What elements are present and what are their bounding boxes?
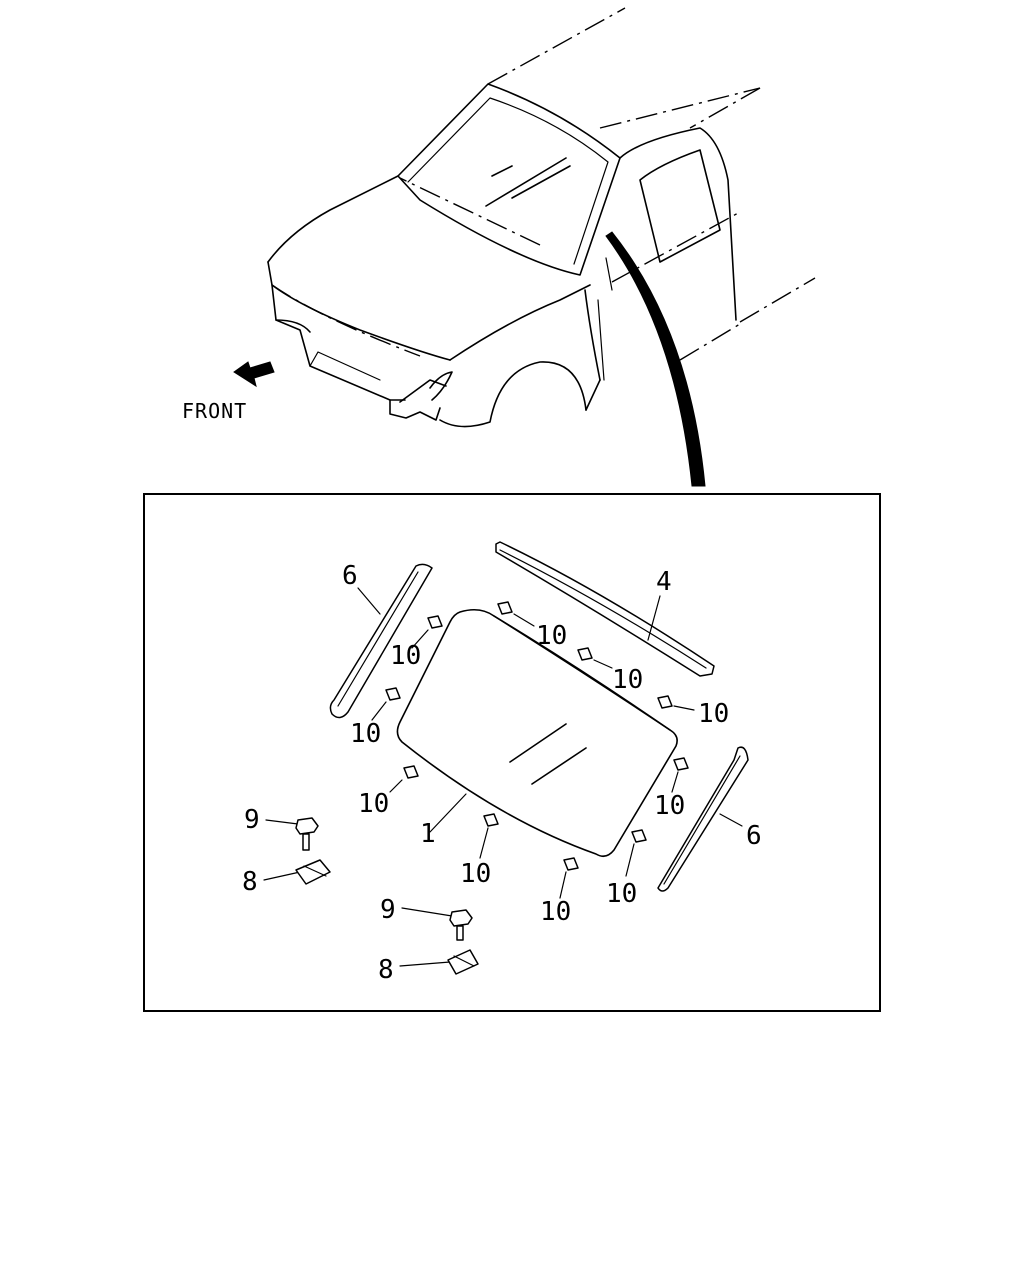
callout-10-right-mid: 10	[654, 791, 685, 821]
callout-1: 1	[420, 819, 436, 849]
callout-4: 4	[656, 567, 672, 597]
callout-6-right: 6	[746, 821, 762, 851]
leader-4	[647, 595, 661, 641]
upper-molding	[495, 541, 715, 677]
callout-10-left-upper: 10	[390, 641, 421, 671]
callout-10-right-low: 10	[606, 879, 637, 909]
callout-8-upper: 8	[242, 867, 258, 897]
callout-10-top-3: 10	[698, 699, 729, 729]
front-direction-indicator: FRONT	[182, 361, 275, 423]
spacers	[371, 601, 695, 899]
callout-10-bottom-2: 10	[540, 897, 571, 927]
callout-9-upper: 9	[244, 805, 260, 835]
bolt-center	[401, 907, 473, 941]
detail-frame	[143, 493, 881, 1012]
side-molding-left	[329, 563, 433, 719]
callout-10-top-2: 10	[612, 665, 643, 695]
callout-labels: 1 4 6 6 8 8 9 9 10 10 10 10 10 10 10 10 …	[242, 561, 762, 985]
clip-center	[399, 949, 479, 975]
callout-10-left-mid: 10	[350, 719, 381, 749]
callout-10-bottom-1: 10	[460, 859, 491, 889]
windshield-glass	[396, 608, 678, 858]
leader-6-right	[719, 813, 743, 827]
callout-8-center: 8	[378, 955, 394, 985]
leader-1	[429, 793, 467, 833]
callout-9-center: 9	[380, 895, 396, 925]
side-molding-right	[657, 746, 749, 892]
callout-10-left-low: 10	[358, 789, 389, 819]
callout-10-top-1: 10	[536, 621, 567, 651]
front-arrow-icon	[233, 361, 275, 388]
leader-6-left	[357, 587, 381, 615]
bolt-left-upper	[265, 817, 319, 851]
front-label: FRONT	[182, 399, 247, 423]
vehicle-illustration	[267, 7, 816, 487]
callout-6-left: 6	[342, 561, 358, 591]
clip-left-upper	[263, 859, 331, 885]
